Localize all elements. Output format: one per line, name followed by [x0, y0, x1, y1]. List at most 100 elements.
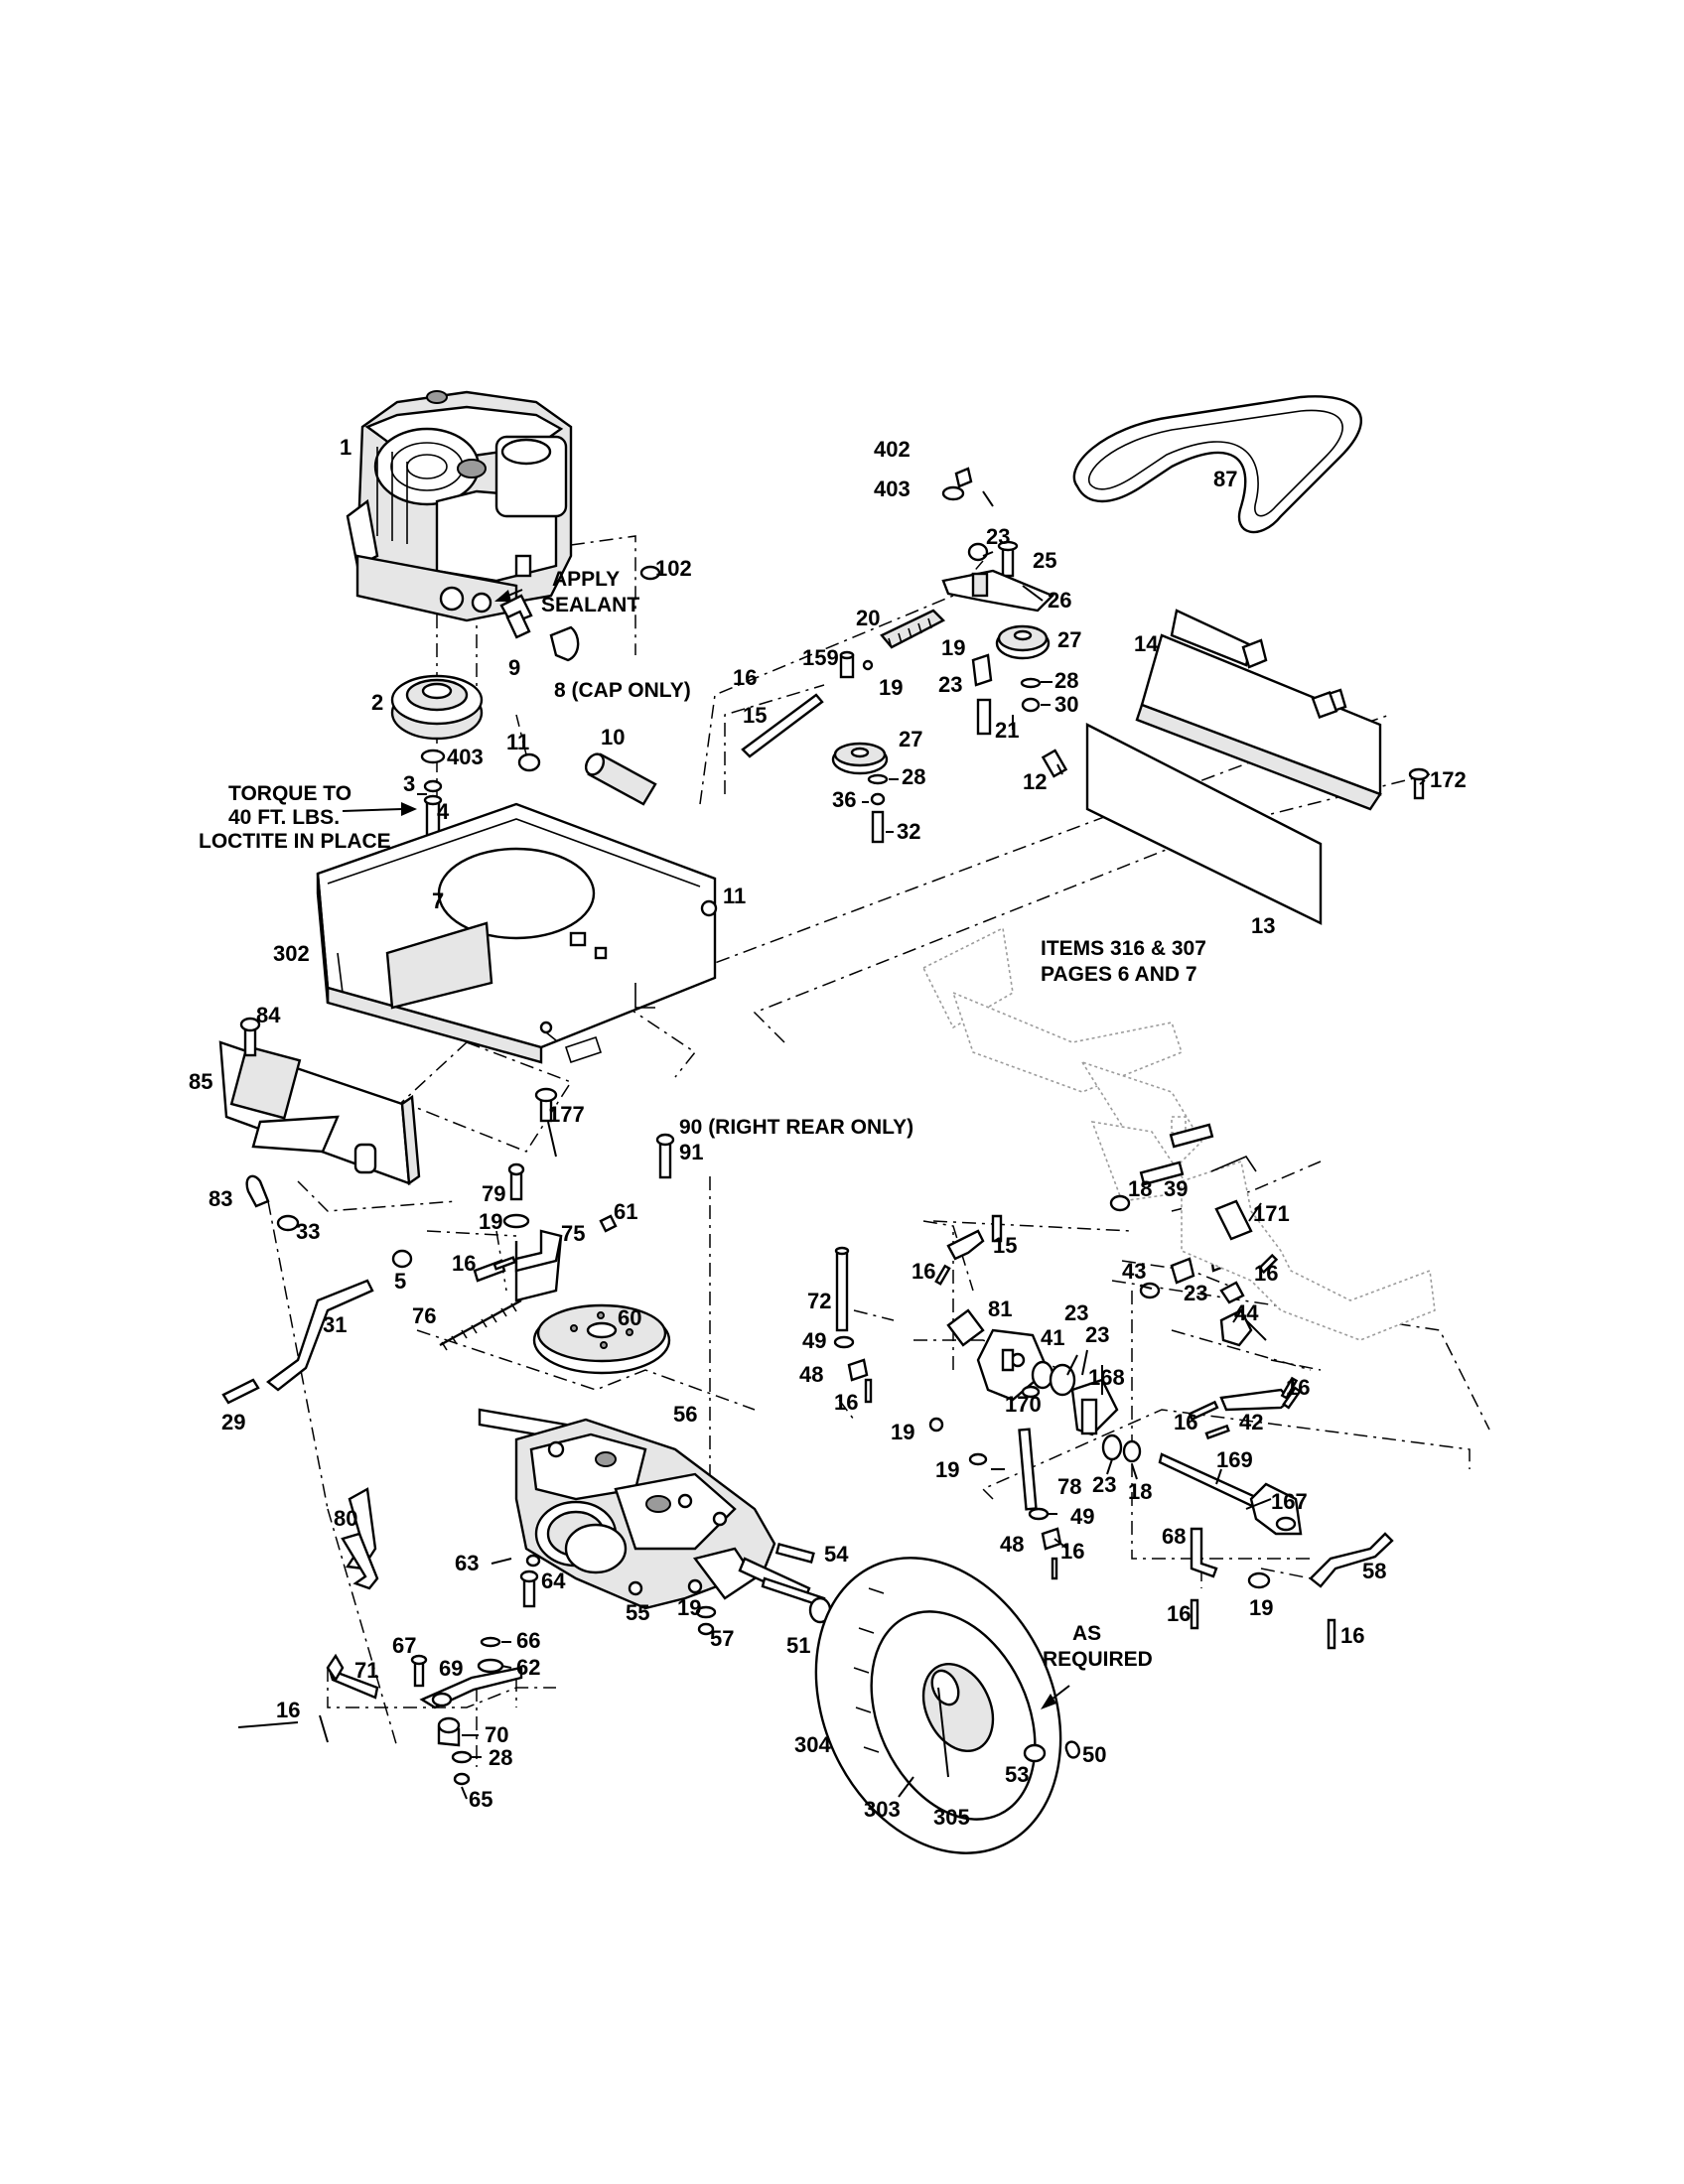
part-label: 12 — [1023, 769, 1047, 794]
part-label: 16 — [733, 665, 757, 690]
part-label: 16 — [1254, 1261, 1278, 1286]
note-torque-line3: LOCTITE IN PLACE — [199, 830, 391, 853]
part-label: 168 — [1088, 1365, 1125, 1390]
part-label: 91 — [679, 1140, 703, 1164]
part-label: 84 — [256, 1003, 281, 1027]
part-label: 303 — [864, 1797, 901, 1822]
note-torque-line2: 40 FT. LBS. — [228, 806, 340, 829]
sealant-arrowhead — [494, 590, 511, 602]
part-label: 81 — [988, 1297, 1012, 1321]
part-label: 19 — [891, 1420, 914, 1444]
part-label: 19 — [1249, 1595, 1273, 1620]
part-label: 15 — [993, 1233, 1017, 1258]
part-label: 66 — [516, 1628, 540, 1653]
notes: APPLY SEALANT 8 (CAP ONLY) TORQUE TO 40 … — [199, 568, 1206, 1671]
part-label: 19 — [879, 675, 903, 700]
part-label: 2 — [371, 690, 383, 715]
part-label: 83 — [209, 1186, 232, 1211]
idler-assembly — [741, 467, 1055, 844]
part-label: 26 — [1048, 588, 1071, 613]
part-label: 30 — [1054, 692, 1078, 717]
reference-assembly — [921, 926, 1203, 1202]
part-label: 16 — [1340, 1623, 1364, 1648]
engine — [346, 390, 573, 622]
part-label: 28 — [902, 764, 925, 789]
frame — [316, 802, 718, 1064]
part-label: 172 — [1430, 767, 1467, 792]
part-label: 23 — [938, 672, 962, 697]
note-right-rear: 90 (RIGHT REAR ONLY) — [679, 1116, 913, 1139]
clutch-assembly — [439, 1214, 671, 1375]
part-label: 16 — [912, 1259, 935, 1284]
rear-plate — [1085, 723, 1323, 925]
note-sealant: SEALANT — [541, 594, 639, 616]
part-label: 48 — [799, 1362, 823, 1387]
part-label: 29 — [221, 1410, 245, 1434]
part-label: 16 — [1286, 1375, 1310, 1400]
part-label: 87 — [1213, 467, 1237, 491]
part-label: 23 — [1092, 1472, 1116, 1497]
part-label: 70 — [485, 1722, 508, 1747]
part-label: 1 — [340, 435, 351, 460]
part-label: 3 — [403, 771, 415, 796]
part-label: 177 — [548, 1102, 585, 1127]
part-label: 27 — [899, 727, 922, 751]
part-label: 49 — [1070, 1504, 1094, 1529]
part-label: 18 — [1128, 1176, 1152, 1201]
part-label: 28 — [489, 1745, 512, 1770]
part-label: 63 — [455, 1551, 479, 1575]
spacer-tube — [584, 752, 657, 806]
part-label: 302 — [273, 941, 310, 966]
part-label: 27 — [1057, 627, 1081, 652]
part-label: 10 — [601, 725, 625, 750]
part-label: 102 — [655, 556, 692, 581]
part-label: 23 — [1064, 1300, 1088, 1325]
part-label: 403 — [874, 477, 911, 501]
part-label: 79 — [482, 1181, 505, 1206]
part-label: 304 — [794, 1732, 831, 1757]
part-label: 49 — [802, 1328, 826, 1353]
part-label: 72 — [807, 1289, 831, 1313]
part-label: 19 — [941, 635, 965, 660]
part-label: 67 — [392, 1633, 416, 1658]
part-label: 23 — [1184, 1281, 1207, 1305]
part-label: 28 — [1054, 668, 1078, 693]
engine-pulley — [390, 674, 484, 741]
torque-arrowhead — [401, 802, 417, 816]
part-label: 57 — [710, 1626, 734, 1651]
part-label: 16 — [1167, 1601, 1191, 1626]
part-label: 5 — [394, 1269, 406, 1294]
part-label: 61 — [614, 1199, 637, 1224]
part-label: 7 — [432, 888, 444, 913]
note-apply: APPLY — [552, 568, 620, 591]
part-label: 44 — [1234, 1300, 1259, 1325]
part-label: 65 — [469, 1787, 492, 1812]
part-label: 19 — [677, 1595, 701, 1620]
note-cap-only: 8 (CAP ONLY) — [554, 679, 691, 702]
part-label: 11 — [723, 884, 746, 908]
part-label: 60 — [618, 1305, 641, 1330]
part-label: 80 — [334, 1506, 357, 1531]
drive-belt — [1072, 395, 1362, 534]
part-label: 54 — [824, 1542, 849, 1567]
part-label: 170 — [1005, 1392, 1042, 1417]
as-required-arrowhead — [1041, 1694, 1056, 1709]
shield — [1135, 609, 1382, 811]
part-label: 71 — [354, 1658, 378, 1683]
part-label: 169 — [1216, 1447, 1253, 1472]
part-label: 55 — [626, 1600, 649, 1625]
wheel — [814, 1557, 1062, 1854]
part-label: 16 — [1174, 1410, 1197, 1434]
part-label: 9 — [508, 655, 520, 680]
part-labels: 1 102 9 2 403 3 4 11 10 302 7 11 402 403… — [189, 435, 1467, 1830]
part-label: 85 — [189, 1069, 212, 1094]
note-as-required-line2: REQUIRED — [1043, 1648, 1153, 1671]
part-label: 402 — [874, 437, 911, 462]
part-label: 43 — [1122, 1259, 1146, 1284]
part-label: 50 — [1082, 1742, 1106, 1767]
part-label: 403 — [447, 745, 484, 769]
part-label: 16 — [834, 1390, 858, 1415]
part-label: 53 — [1005, 1762, 1029, 1787]
fuel-fitting — [499, 594, 580, 662]
